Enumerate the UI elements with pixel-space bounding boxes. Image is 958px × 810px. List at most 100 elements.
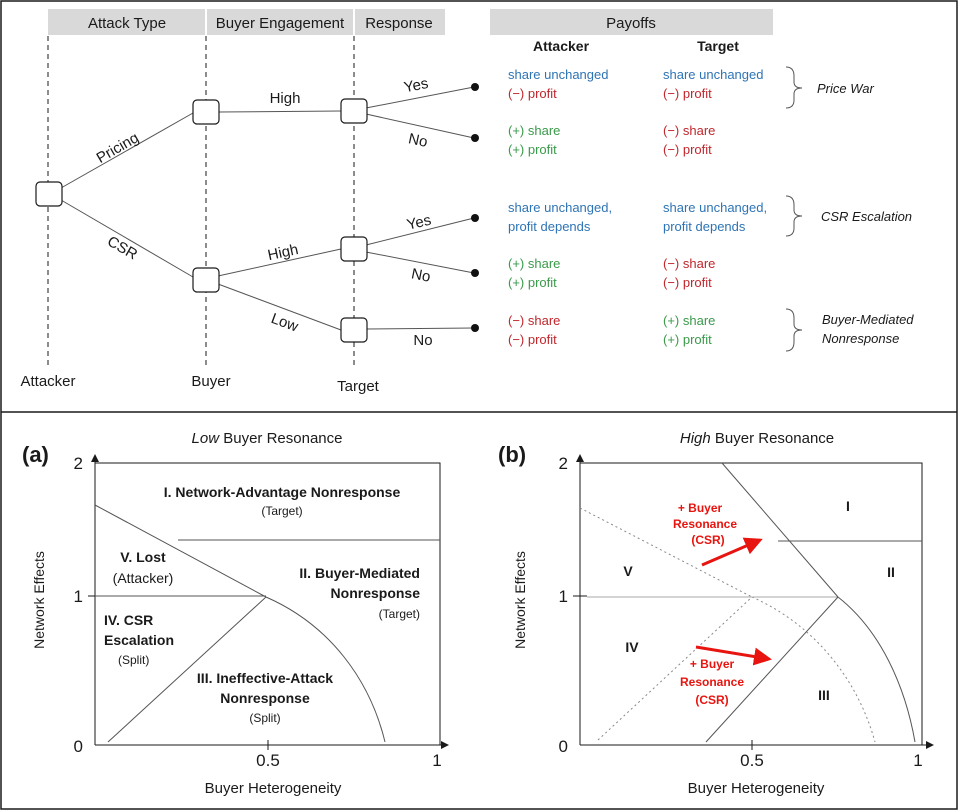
region-III-title-2: Nonresponse: [220, 690, 310, 706]
payoff-attacker: profit depends: [508, 219, 591, 234]
panel-b-y-label: Network Effects: [512, 551, 528, 649]
node-buyer-csr: [192, 267, 220, 293]
game-tree: Attack Type Buyer Engagement Response Pa…: [20, 9, 914, 395]
payoff-attacker: (+) profit: [508, 275, 557, 290]
node-buyer-pricing: [192, 99, 220, 125]
payoff-target: profit depends: [663, 219, 746, 234]
region-V-sub: (Attacker): [113, 570, 174, 586]
payoff-target: (+) profit: [663, 332, 712, 347]
payoff-attacker: (−) share: [508, 313, 560, 328]
stage-header-bar: [48, 9, 445, 35]
resonance-label-upper-3: (CSR): [691, 533, 724, 547]
resonance-label-lower-3: (CSR): [695, 693, 728, 707]
branch-yes-2: Yes: [405, 212, 433, 234]
panel-b-y-tick-2: 2: [559, 454, 568, 473]
header-response: Response: [365, 15, 433, 32]
branch-high-1: High: [270, 90, 301, 107]
panel-a: (a) Low Buyer Resonance 2 1 0 0.5 1 Buye…: [22, 430, 449, 797]
panel-b-tag: (b): [498, 442, 526, 467]
payoff-attacker: (+) share: [508, 256, 560, 271]
region-I-title: I. Network-Advantage Nonresponse: [164, 484, 401, 500]
panel-a-x-tick-1: 1: [432, 751, 441, 770]
payoff-attacker: (+) share: [508, 123, 560, 138]
payoff-target: share unchanged,: [663, 200, 767, 215]
player-buyer: Buyer: [191, 373, 230, 390]
region-IV-title-2: Escalation: [104, 632, 174, 648]
panel-a-x-tick-05: 0.5: [256, 751, 280, 770]
payoff-col-target: Target: [697, 38, 739, 54]
payoff-col-attacker: Attacker: [533, 38, 590, 54]
region-b-V: V: [623, 563, 633, 579]
region-V-title: V. Lost: [120, 549, 166, 565]
header-attack-type: Attack Type: [88, 15, 166, 32]
payoff-target: (−) share: [663, 256, 715, 271]
branch-no-3: No: [413, 332, 432, 349]
payoff-target: (−) profit: [663, 86, 712, 101]
panel-b-x-tick-1: 1: [913, 751, 922, 770]
node-attacker: [35, 181, 63, 207]
node-target-csr-high: [340, 236, 368, 262]
region-II-title-1: II. Buyer-Mediated: [299, 565, 420, 581]
branch-pricing: Pricing: [94, 129, 142, 167]
region-II-sub: (Target): [379, 607, 420, 621]
outcome-label-buyer-mediated: Buyer-Mediated: [822, 312, 914, 327]
region-III-title-1: III. Ineffective-Attack: [197, 670, 333, 686]
terminal-dot: [471, 83, 479, 91]
panel-b-title: High Buyer Resonance: [680, 430, 834, 447]
panel-a-y-label: Network Effects: [31, 551, 47, 649]
resonance-arrow-upper: [701, 537, 763, 567]
panel-a-y-tick-1: 1: [74, 587, 83, 606]
panel-a-y-tick-2: 2: [74, 454, 83, 473]
region-IV-title-1: IV. CSR: [104, 612, 153, 628]
terminal-dot: [471, 324, 479, 332]
branch-no-1: No: [407, 130, 429, 151]
terminal-dot: [471, 269, 479, 277]
region-II-title-2: Nonresponse: [331, 585, 421, 601]
region-b-II: II: [887, 564, 895, 580]
payoff-target: (−) profit: [663, 142, 712, 157]
panel-b-x-label: Buyer Heterogeneity: [688, 780, 825, 797]
region-b-I: I: [846, 498, 850, 514]
panel-a-x-label: Buyer Heterogeneity: [205, 780, 342, 797]
region-III-sub: (Split): [249, 711, 280, 725]
resonance-label-lower-1: + Buyer: [690, 657, 735, 671]
payoff-target: (+) share: [663, 313, 715, 328]
panel-a-title: Low Buyer Resonance: [192, 430, 343, 447]
resonance-label-upper-1: + Buyer: [678, 501, 723, 515]
region-b-IV: IV: [625, 639, 639, 655]
resonance-arrow-lower: [695, 645, 772, 666]
outcome-label-price-war: Price War: [817, 81, 874, 96]
branch-no-2: No: [410, 265, 432, 285]
branch-yes-1: Yes: [403, 75, 430, 96]
region-IV-sub: (Split): [118, 653, 149, 667]
node-target-csr-low: [340, 317, 368, 343]
branch-low: Low: [269, 310, 301, 335]
header-buyer-engagement: Buyer Engagement: [216, 15, 345, 32]
payoff-attacker: (−) profit: [508, 86, 557, 101]
resonance-label-lower-2: Resonance: [680, 675, 744, 689]
panel-b-y-tick-1: 1: [559, 587, 568, 606]
terminal-dot: [471, 214, 479, 222]
region-b-III: III: [818, 687, 830, 703]
payoff-attacker: (−) profit: [508, 332, 557, 347]
panel-a-x-tick-0: 0: [74, 737, 83, 756]
player-attacker: Attacker: [20, 373, 75, 390]
payoff-target: (−) share: [663, 123, 715, 138]
payoffs-header-bar: [490, 9, 773, 35]
branch-high-2: High: [266, 241, 300, 264]
terminal-dot: [471, 134, 479, 142]
branch-csr: CSR: [104, 233, 140, 264]
header-payoffs: Payoffs: [606, 15, 656, 32]
payoff-attacker: (+) profit: [508, 142, 557, 157]
resonance-label-upper-2: Resonance: [673, 517, 737, 531]
payoff-attacker: share unchanged: [508, 67, 608, 82]
panel-a-tag: (a): [22, 442, 49, 467]
outcome-label-csr-escalation: CSR Escalation: [821, 209, 912, 224]
region-I-sub: (Target): [261, 504, 302, 518]
payoff-target: (−) profit: [663, 275, 712, 290]
panel-b: (b) High Buyer Resonance 2 1 0 0.5 1 Buy…: [498, 430, 934, 797]
outcome-label-nonresponse: Nonresponse: [822, 331, 899, 346]
